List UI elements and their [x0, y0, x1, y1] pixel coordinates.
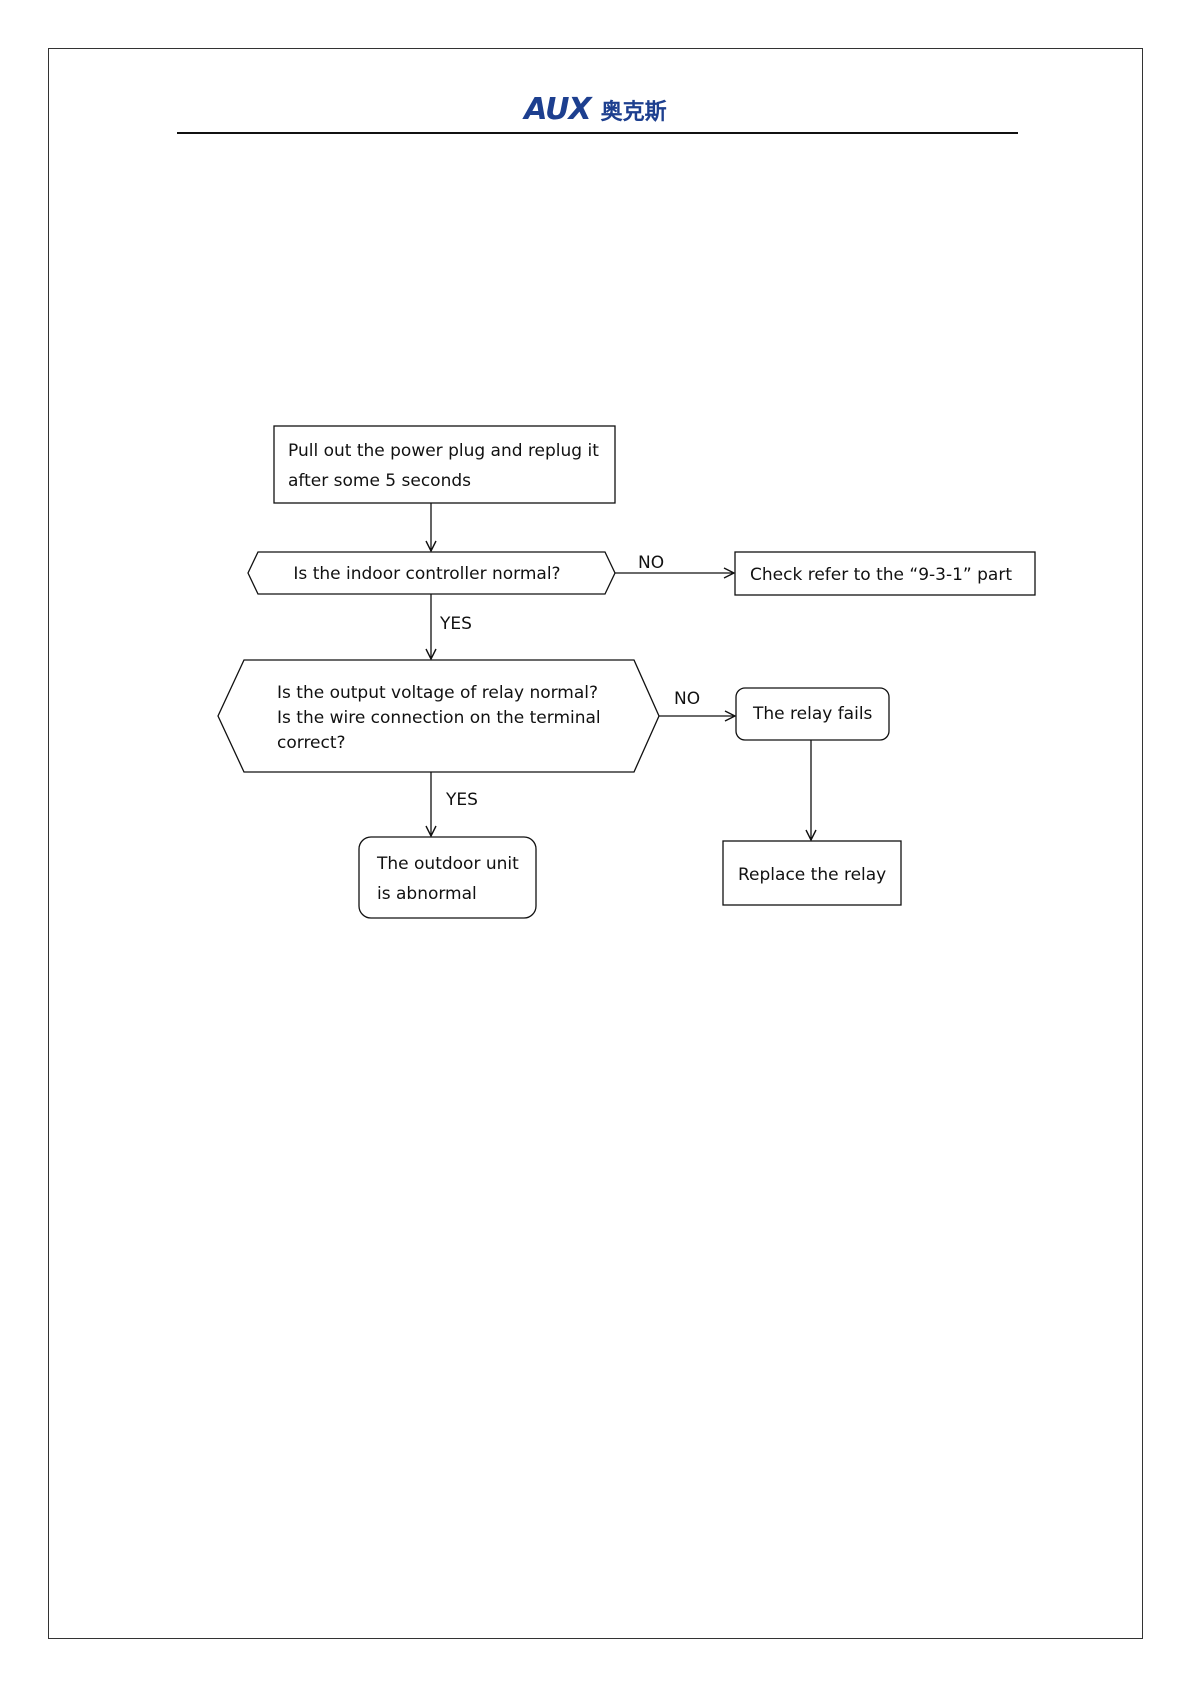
label-yes-1: YES: [439, 614, 472, 634]
replace-relay-box: Replace the relay: [723, 841, 901, 905]
label-no-1: NO: [638, 553, 664, 573]
check-refer-text: Check refer to the “9-3-1” part: [750, 565, 1012, 585]
step-replug-line2: after some 5 seconds: [288, 471, 471, 491]
label-no-2: NO: [674, 689, 700, 709]
outdoor-abnormal-line2: is abnormal: [377, 884, 477, 904]
check-refer-box: Check refer to the “9-3-1” part: [735, 552, 1035, 595]
decision-relay-line3: correct?: [277, 733, 346, 753]
replace-relay-text: Replace the relay: [738, 865, 886, 885]
label-yes-2: YES: [445, 790, 478, 810]
step-replug-line1: Pull out the power plug and replug it: [288, 441, 599, 461]
relay-fails-box: The relay fails: [736, 688, 889, 740]
decision-relay-line2: Is the wire connection on the terminal: [277, 708, 601, 728]
decision-indoor-shape: Is the indoor controller normal?: [248, 552, 615, 594]
relay-fails-text: The relay fails: [752, 704, 873, 724]
decision-relay-shape: Is the output voltage of relay normal? I…: [218, 660, 659, 772]
outdoor-abnormal-line1: The outdoor unit: [376, 854, 519, 874]
step-replug-box: Pull out the power plug and replug it af…: [274, 426, 615, 503]
outdoor-abnormal-box: The outdoor unit is abnormal: [359, 837, 536, 918]
decision-indoor-text: Is the indoor controller normal?: [293, 564, 560, 584]
decision-relay-line1: Is the output voltage of relay normal?: [277, 683, 598, 703]
